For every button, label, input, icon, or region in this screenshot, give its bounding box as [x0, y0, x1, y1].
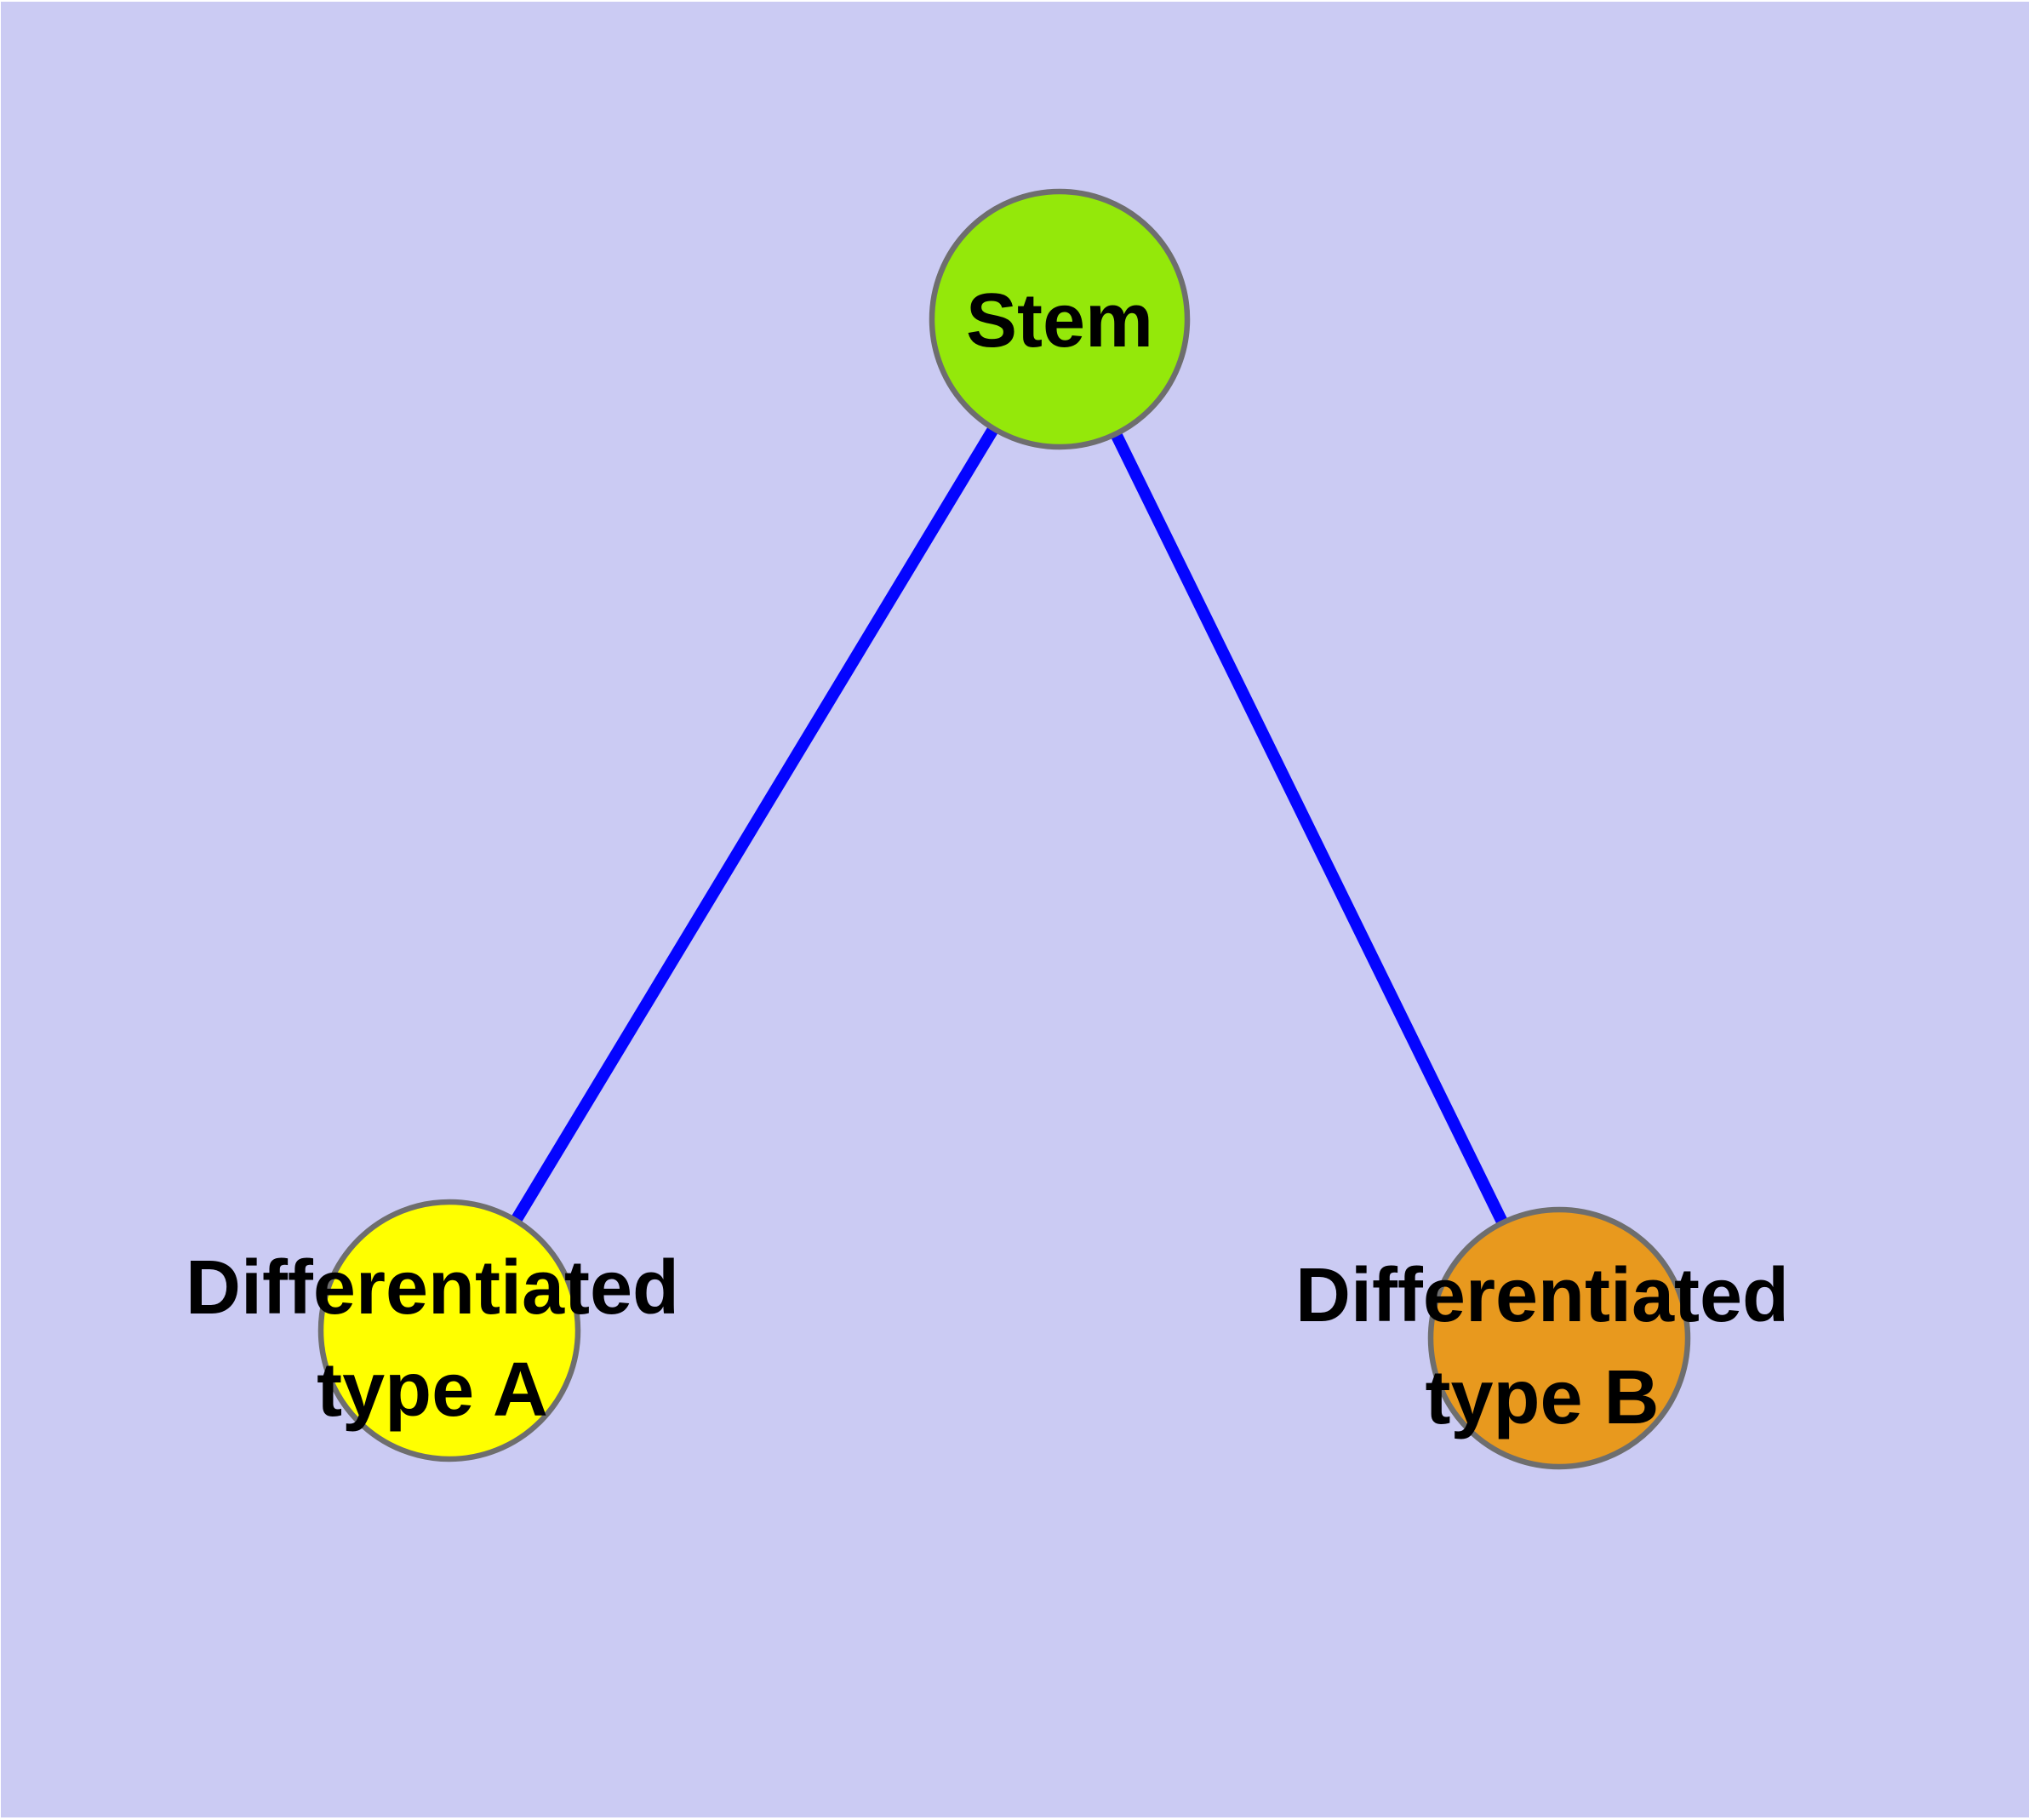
node-differentiated-type-a — [317, 1199, 581, 1462]
node-type-a-label-line1: Differentiated — [186, 1245, 679, 1331]
edge-stem-to-type-a — [444, 316, 1065, 1334]
node-type-b-label-line1: Differentiated — [1295, 1253, 1789, 1338]
node-stem-label: Stem — [966, 278, 1153, 363]
node-differentiated-type-b — [1427, 1206, 1691, 1470]
node-stem — [929, 188, 1191, 450]
node-type-b-label-line2: type B — [1425, 1355, 1659, 1440]
node-type-a-label-line2: type A — [317, 1348, 548, 1433]
edge-stem-to-type-b — [1054, 316, 1565, 1342]
